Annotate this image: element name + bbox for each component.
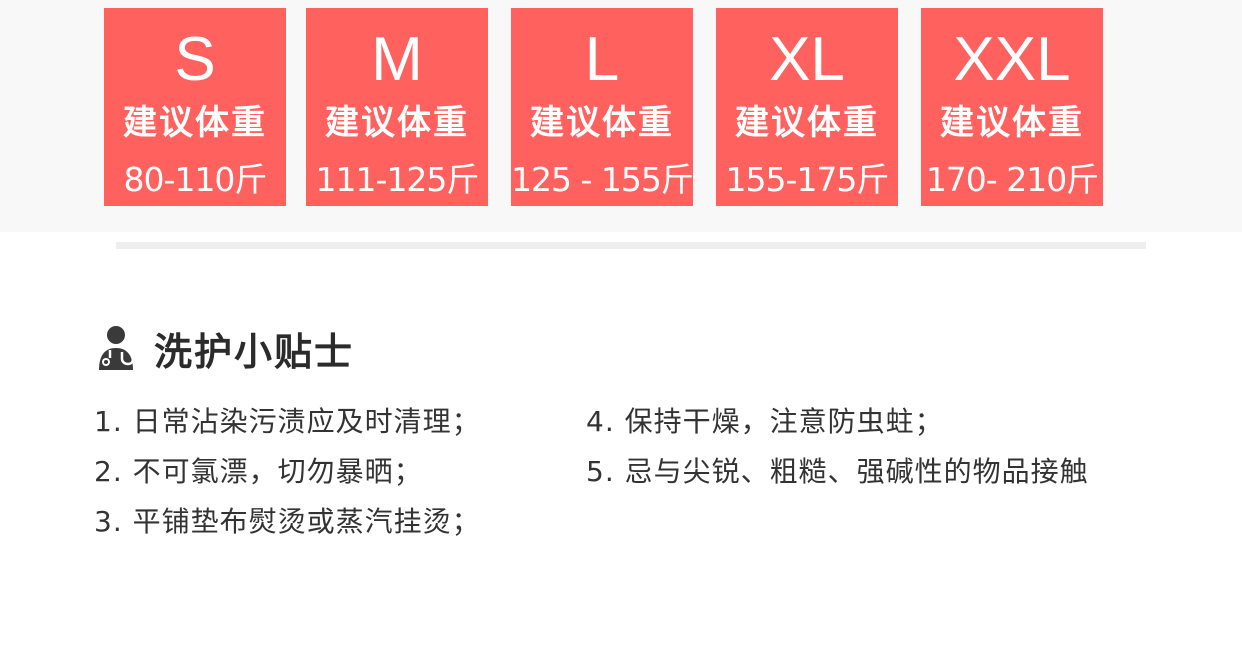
- size-card-xl: XL 建议体重 155-175斤: [716, 8, 898, 206]
- size-card-xxl: XXL 建议体重 170- 210斤: [921, 8, 1103, 206]
- section-divider: [116, 242, 1146, 249]
- size-weight-label: 建议体重: [325, 103, 469, 143]
- care-title-text: 洗护小贴士: [154, 329, 355, 374]
- size-letter: L: [584, 25, 620, 94]
- care-tip-5: 5. 忌与尖锐、粗糙、强碱性的物品接触: [586, 455, 1089, 488]
- size-weight-label: 建议体重: [940, 103, 1084, 143]
- care-tip-4: 4. 保持干燥，注意防虫蛀；: [586, 405, 944, 438]
- size-weight-label: 建议体重: [123, 103, 267, 143]
- size-weight-range: 80-110斤: [123, 160, 268, 199]
- care-tip-3: 3. 平铺垫布熨烫或蒸汽挂烫；: [94, 505, 481, 538]
- person-care-icon: [99, 326, 135, 370]
- care-tip-2: 2. 不可氯漂，切勿暴晒；: [94, 455, 423, 488]
- size-weight-range: 170- 210斤: [925, 160, 1099, 199]
- care-tip-1: 1. 日常沾染污渍应及时清理；: [94, 405, 481, 438]
- size-letter: XL: [769, 25, 845, 94]
- size-letter: M: [371, 25, 423, 94]
- size-weight-range: 125 - 155斤: [511, 160, 694, 199]
- size-card-s: S 建议体重 80-110斤: [104, 8, 286, 206]
- size-weight-label: 建议体重: [530, 103, 674, 143]
- care-section-title: 洗护小贴士: [94, 318, 354, 378]
- size-weight-range: 111-125斤: [315, 160, 480, 199]
- size-weight-label: 建议体重: [735, 103, 879, 143]
- size-chart: S 建议体重 80-110斤 M 建议体重 111-125斤 L 建议体重 12…: [104, 8, 1104, 206]
- size-letter: XXL: [953, 25, 1071, 94]
- size-letter: S: [174, 25, 216, 94]
- size-card-l: L 建议体重 125 - 155斤: [511, 8, 694, 206]
- size-weight-range: 155-175斤: [725, 160, 890, 199]
- size-card-m: M 建议体重 111-125斤: [306, 8, 488, 206]
